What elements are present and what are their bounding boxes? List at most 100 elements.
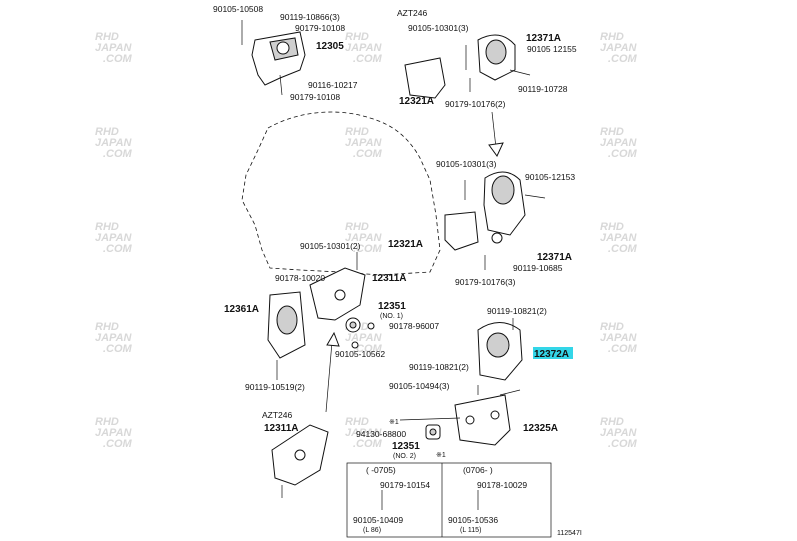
label-90119-10685[interactable]: 90119-10685 bbox=[513, 263, 563, 273]
part-12311a-bottom-bracket[interactable] bbox=[271, 424, 329, 498]
part-12305-mount[interactable] bbox=[241, 20, 306, 96]
label-90179-10154[interactable]: 90179-10154 bbox=[380, 480, 430, 490]
svg-text:.COM: .COM bbox=[103, 243, 133, 255]
label-90116-10217[interactable]: 90116-10217 bbox=[308, 80, 358, 90]
svg-text:RHD: RHD bbox=[95, 31, 119, 43]
label-azt246-bottom: AZT246 bbox=[262, 410, 293, 420]
label-90105-10301a[interactable]: 90105-10301(3) bbox=[408, 23, 469, 33]
label-x1a: ※1 bbox=[389, 419, 399, 426]
label-12361a[interactable]: 12361A bbox=[224, 304, 259, 315]
svg-text:.COM: .COM bbox=[353, 343, 383, 355]
label-12311a[interactable]: 12311A bbox=[372, 273, 406, 284]
svg-text:RHD: RHD bbox=[600, 126, 624, 138]
label-90119-10821b[interactable]: 90119-10821(2) bbox=[409, 362, 469, 372]
part-12371a-top-mount[interactable] bbox=[465, 34, 531, 81]
label-no2: (NO. 2) bbox=[393, 453, 416, 460]
svg-text:.COM: .COM bbox=[608, 243, 638, 255]
label-90178-10029[interactable]: 90178-10029 bbox=[477, 480, 527, 490]
figure-number: 112547I bbox=[557, 530, 582, 537]
label-12321a-top[interactable]: 12321A bbox=[399, 96, 434, 107]
svg-text:.COM: .COM bbox=[103, 53, 133, 65]
label-90105-12155[interactable]: 90105 12155 bbox=[527, 44, 577, 54]
svg-text:RHD: RHD bbox=[95, 221, 119, 233]
part-12311a-bracket[interactable] bbox=[309, 252, 366, 321]
arrow-down-icon bbox=[488, 111, 504, 157]
svg-text:.COM: .COM bbox=[353, 438, 383, 450]
label-12351-no2[interactable]: 12351 bbox=[392, 441, 420, 452]
svg-text:RHD: RHD bbox=[95, 416, 119, 428]
svg-text:JAPAN: JAPAN bbox=[95, 42, 133, 54]
svg-text:JAPAN: JAPAN bbox=[345, 137, 383, 149]
svg-text:JAPAN: JAPAN bbox=[95, 332, 133, 344]
label-90105-10562[interactable]: 90105-10562 bbox=[335, 349, 385, 359]
label-12321a-mid[interactable]: 12321A bbox=[388, 239, 423, 250]
label-12325a[interactable]: 12325A bbox=[523, 423, 558, 434]
label-90179-10108[interactable]: 90179-10108 bbox=[295, 23, 345, 33]
svg-text:JAPAN: JAPAN bbox=[345, 232, 383, 244]
label-90179-10176a[interactable]: 90179-10176(2) bbox=[445, 99, 506, 109]
svg-text:.COM: .COM bbox=[608, 148, 638, 160]
variant-table bbox=[346, 462, 552, 538]
svg-text:JAPAN: JAPAN bbox=[345, 427, 383, 439]
svg-text:.COM: .COM bbox=[353, 148, 383, 160]
svg-text:RHD: RHD bbox=[600, 31, 624, 43]
svg-text:.COM: .COM bbox=[608, 343, 638, 355]
label-90119-10821a[interactable]: 90119-10821(2) bbox=[487, 306, 547, 316]
label-no1: (NO. 1) bbox=[380, 313, 403, 320]
svg-text:JAPAN: JAPAN bbox=[600, 42, 638, 54]
label-90105-10536[interactable]: 90105-10536 bbox=[448, 515, 498, 525]
svg-text:.COM: .COM bbox=[103, 438, 133, 450]
label-90105-10301b[interactable]: 90105-10301(3) bbox=[436, 159, 497, 169]
label-90105-10409[interactable]: 90105-10409 bbox=[353, 515, 403, 525]
label-12371a-mid[interactable]: 12371A bbox=[537, 252, 572, 263]
engine-outline bbox=[241, 111, 441, 276]
svg-text:JAPAN: JAPAN bbox=[600, 137, 638, 149]
svg-text:JAPAN: JAPAN bbox=[95, 137, 133, 149]
label-90105-10494[interactable]: 90105-10494(3) bbox=[389, 381, 450, 391]
label-90119-10728[interactable]: 90119-10728 bbox=[518, 84, 568, 94]
svg-text:.COM: .COM bbox=[103, 148, 133, 160]
label-90178-10020[interactable]: 90178-10020 bbox=[275, 273, 325, 283]
svg-text:.COM: .COM bbox=[608, 53, 638, 65]
svg-text:RHD: RHD bbox=[95, 321, 119, 333]
svg-text:RHD: RHD bbox=[95, 126, 119, 138]
part-12361a-insulator[interactable] bbox=[267, 291, 306, 380]
svg-text:JAPAN: JAPAN bbox=[95, 427, 133, 439]
label-90105-10301c[interactable]: 90105-10301(2) bbox=[300, 241, 361, 251]
label-l115: (L 115) bbox=[460, 527, 481, 534]
label-12372a[interactable]: 12372A bbox=[534, 349, 569, 360]
label-90178-96007[interactable]: 90178-96007 bbox=[389, 321, 439, 331]
svg-text:JAPAN: JAPAN bbox=[95, 232, 133, 244]
part-12351-no2-stopper[interactable] bbox=[399, 417, 461, 440]
label-90119-10866[interactable]: 90119-10866(3) bbox=[280, 12, 340, 22]
svg-text:RHD: RHD bbox=[345, 126, 369, 138]
label-90179-10108b[interactable]: 90179-10108 bbox=[290, 92, 340, 102]
label-12371a-top[interactable]: 12371A bbox=[526, 33, 561, 44]
part-12351-no1-stopper[interactable] bbox=[345, 317, 375, 349]
label-90105-12153[interactable]: 90105-12153 bbox=[525, 172, 575, 182]
svg-text:RHD: RHD bbox=[345, 221, 369, 233]
svg-text:RHD: RHD bbox=[600, 321, 624, 333]
part-12321a-top-bracket[interactable] bbox=[404, 57, 471, 99]
label-90179-10176b[interactable]: 90179-10176(3) bbox=[455, 277, 516, 287]
label-94130-68800[interactable]: 94130-68800 bbox=[356, 429, 406, 439]
label-12311a-bottom[interactable]: 12311A bbox=[264, 423, 298, 434]
svg-text:RHD: RHD bbox=[600, 221, 624, 233]
label-azt246-top: AZT246 bbox=[397, 8, 428, 18]
part-12321a-mid-bracket[interactable] bbox=[444, 211, 479, 251]
svg-text:JAPAN: JAPAN bbox=[600, 332, 638, 344]
part-12371a-mid-mount[interactable] bbox=[464, 171, 546, 270]
part-12325a-bracket[interactable] bbox=[454, 389, 521, 446]
table-right-header: (0706- ) bbox=[463, 465, 493, 475]
highlight-12372a bbox=[533, 347, 573, 359]
part-12372a-mount[interactable] bbox=[477, 318, 523, 395]
label-12351-no1[interactable]: 12351 bbox=[378, 301, 406, 312]
label-90105-10508[interactable]: 90105-10508 bbox=[213, 4, 263, 14]
svg-text:JAPAN: JAPAN bbox=[345, 42, 383, 54]
label-90119-10519[interactable]: 90119-10519(2) bbox=[245, 382, 305, 392]
svg-text:JAPAN: JAPAN bbox=[345, 332, 383, 344]
label-12305[interactable]: 12305 bbox=[316, 41, 344, 52]
svg-text:.COM: .COM bbox=[353, 243, 383, 255]
